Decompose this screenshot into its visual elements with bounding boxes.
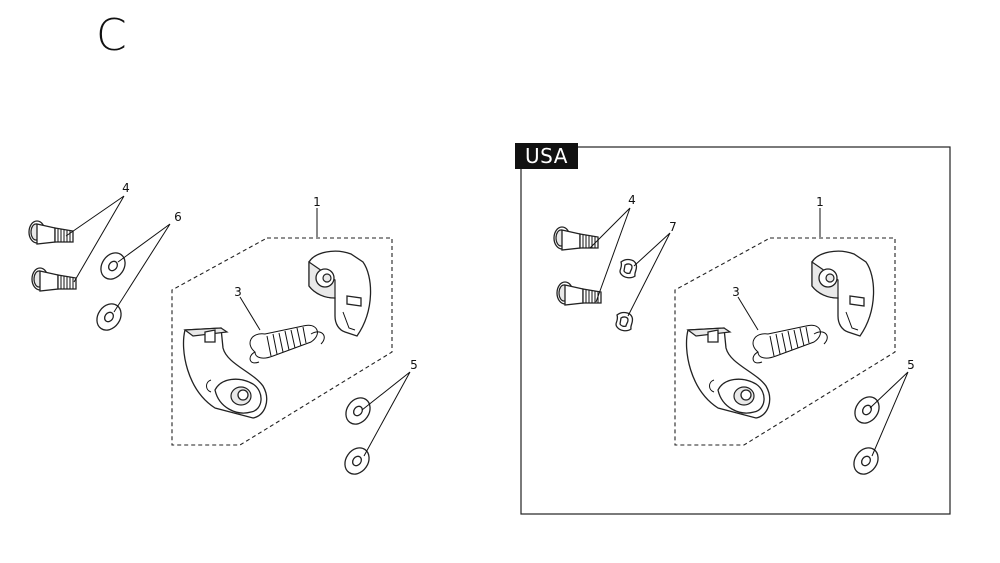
callout-4-left: 4 xyxy=(122,181,130,195)
bolt-upper xyxy=(28,220,74,245)
usa-view: 4 7 1 3 5 xyxy=(520,146,951,515)
assembly-outline-usa xyxy=(674,237,896,446)
washer-6-lower xyxy=(91,298,127,336)
washer-5-upper xyxy=(340,392,376,430)
callout-3-left: 3 xyxy=(234,285,242,299)
clutch-shoe-assembly-left xyxy=(182,250,372,419)
washer-5-lower-usa xyxy=(848,442,884,480)
callout-1-usa: 1 xyxy=(816,195,824,209)
callout-6-left: 6 xyxy=(174,210,182,224)
callout-5-left: 5 xyxy=(410,358,418,372)
clutch-shoe-assembly-usa xyxy=(685,250,875,419)
usa-label: USA xyxy=(515,143,578,169)
callout-5-usa: 5 xyxy=(907,358,915,372)
callout-3-usa: 3 xyxy=(732,285,740,299)
assembly-outline-left xyxy=(171,237,393,446)
bolt-lower-usa xyxy=(556,281,602,306)
usa-frame xyxy=(520,146,951,515)
clip-7-upper xyxy=(619,258,638,279)
washer-5-upper-usa xyxy=(849,391,885,429)
bolt-lower xyxy=(31,267,77,292)
washer-6-upper xyxy=(95,247,131,285)
left-view: 4 6 1 3 5 xyxy=(28,181,418,480)
callout-7-usa: 7 xyxy=(669,220,677,234)
callout-4-usa: 4 xyxy=(628,193,636,207)
callout-1-left: 1 xyxy=(313,195,321,209)
washer-5-lower xyxy=(339,442,375,480)
section-letter: C xyxy=(96,10,127,61)
clip-7-lower xyxy=(615,311,634,332)
